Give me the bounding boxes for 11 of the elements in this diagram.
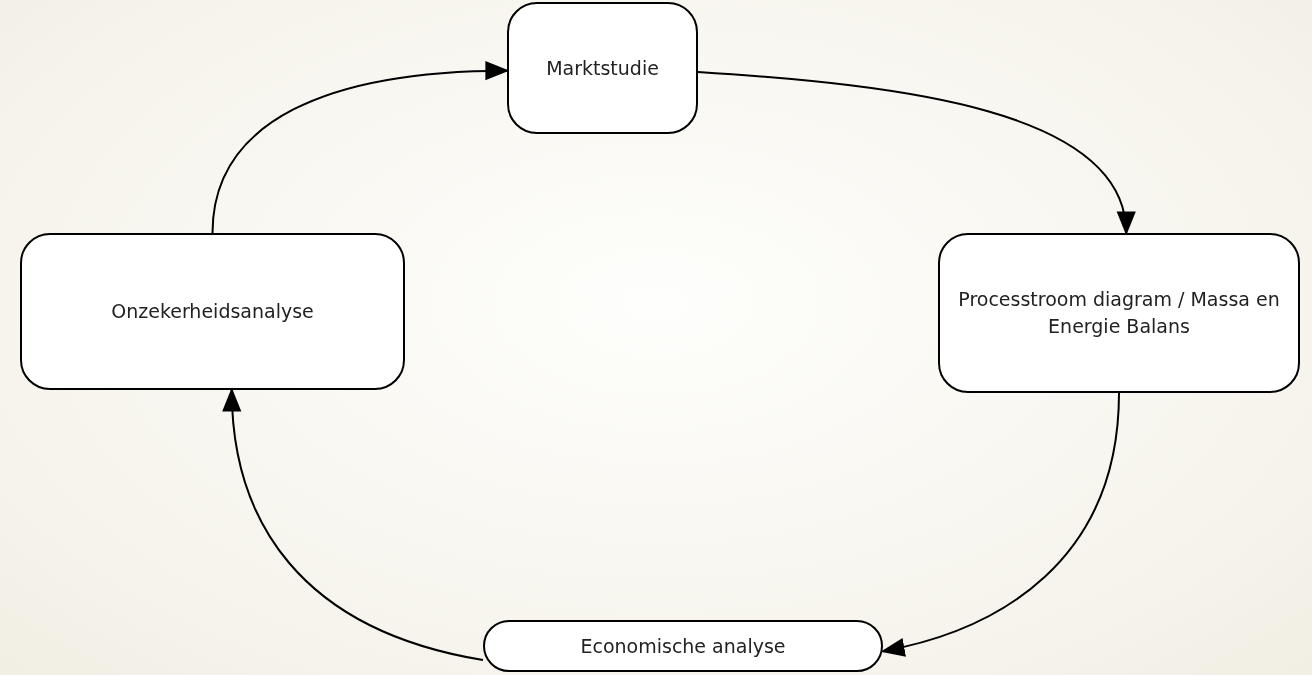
box-label: Economische analyse <box>580 633 786 659</box>
box-label: Onzekerheidsanalyse <box>111 299 314 325</box>
box-label: Marktstudie <box>546 55 659 81</box>
process-box <box>507 2 698 134</box>
curved-arrow <box>223 387 484 662</box>
curved-arrow <box>880 392 1120 656</box>
curved-arrow <box>697 70 1133 236</box>
process-box <box>483 620 883 672</box>
process-box <box>938 233 1300 393</box>
process-box <box>20 233 405 390</box>
box-label: Processtroom diagram / Massa en Energie Balans <box>957 287 1281 339</box>
